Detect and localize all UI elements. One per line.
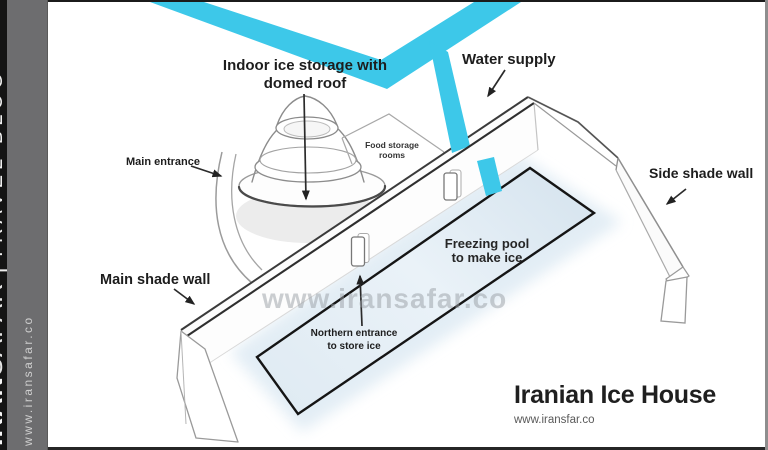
frame-border-bottom <box>0 447 768 450</box>
water-supply-arrow <box>487 69 506 98</box>
main-wall-foot <box>176 330 239 443</box>
dome-arrow <box>301 93 310 201</box>
sidebar-left-strip <box>0 0 7 450</box>
main-shade-wall-label: Main shade wall <box>100 272 211 288</box>
brand-tagline: TRAVEL BLOG <box>0 68 7 261</box>
side-shade-wall <box>527 96 690 324</box>
freezing-pool-label: Freezing pool to make ice <box>444 237 530 264</box>
main-wall-right-edge <box>533 102 539 151</box>
water-supply-label: Water supply <box>462 51 556 68</box>
title-block: Iranian Ice House www.iransfar.co <box>514 381 716 426</box>
water-channel-lower <box>477 157 502 196</box>
main-wall-foot-crease <box>180 330 187 425</box>
food-storage-label-line1: Food storage <box>365 140 419 150</box>
wall-doorway <box>443 169 462 201</box>
main-entrance-arrow <box>190 165 223 178</box>
brand-url: www.iransafar.co <box>21 315 35 446</box>
watermark-text: www.iransafar.co <box>262 283 508 314</box>
freezing-pool-label-line1: Freezing pool <box>444 236 530 251</box>
northern-entrance-label-line1: Northern entrance <box>310 328 398 339</box>
northern-entrance-label-line2: to store ice <box>327 340 381 352</box>
water-supply-channel-v <box>150 2 521 89</box>
side-wall-foot <box>660 276 688 324</box>
dome-label-line1: Indoor ice storage with <box>222 57 388 74</box>
food-storage-label-line2: rooms <box>379 150 405 160</box>
main-wall-top-face <box>181 97 534 336</box>
enclosure-inner-arc <box>231 153 263 271</box>
freezing-pool-label-line2: to make ice <box>451 249 523 265</box>
frame-border-top <box>0 0 768 2</box>
frame-border-right <box>765 0 768 450</box>
diagram-website: www.iransfar.co <box>514 414 595 426</box>
brand-separator: | <box>0 267 8 273</box>
brand-text: IRANSAFAR | TRAVEL BLOG <box>0 69 10 446</box>
northern-entrance-label: Northern entrance to store ice <box>309 328 399 353</box>
brand-sidebar: IRANSAFAR | TRAVEL BLOG www.iransafar.co <box>0 0 48 450</box>
northern-entrance-door <box>350 233 370 267</box>
water-channel-upper <box>429 41 470 153</box>
brand-name-bold: IRAN <box>0 376 8 446</box>
annotation-arrows <box>173 69 687 327</box>
side-shade-wall-label: Side shade wall <box>649 165 754 181</box>
ice-dome <box>237 95 387 208</box>
side-wall-arrow <box>665 188 687 205</box>
brand-name-light: SAFAR <box>0 282 8 376</box>
main-wall-back-edge <box>180 96 529 331</box>
main-wall-front-edge <box>186 102 535 337</box>
northern-entrance-arrow <box>356 274 365 327</box>
dome-label: Indoor ice storage with domed roof <box>216 57 394 93</box>
main-entrance-label: Main entrance <box>126 156 200 168</box>
main-wall-arrow <box>173 288 196 305</box>
food-storage-label: Food storage rooms <box>360 140 424 160</box>
dome-label-line2: domed roof <box>263 75 347 92</box>
freezing-pool <box>255 166 597 416</box>
diagram-title: Iranian Ice House <box>514 381 716 409</box>
